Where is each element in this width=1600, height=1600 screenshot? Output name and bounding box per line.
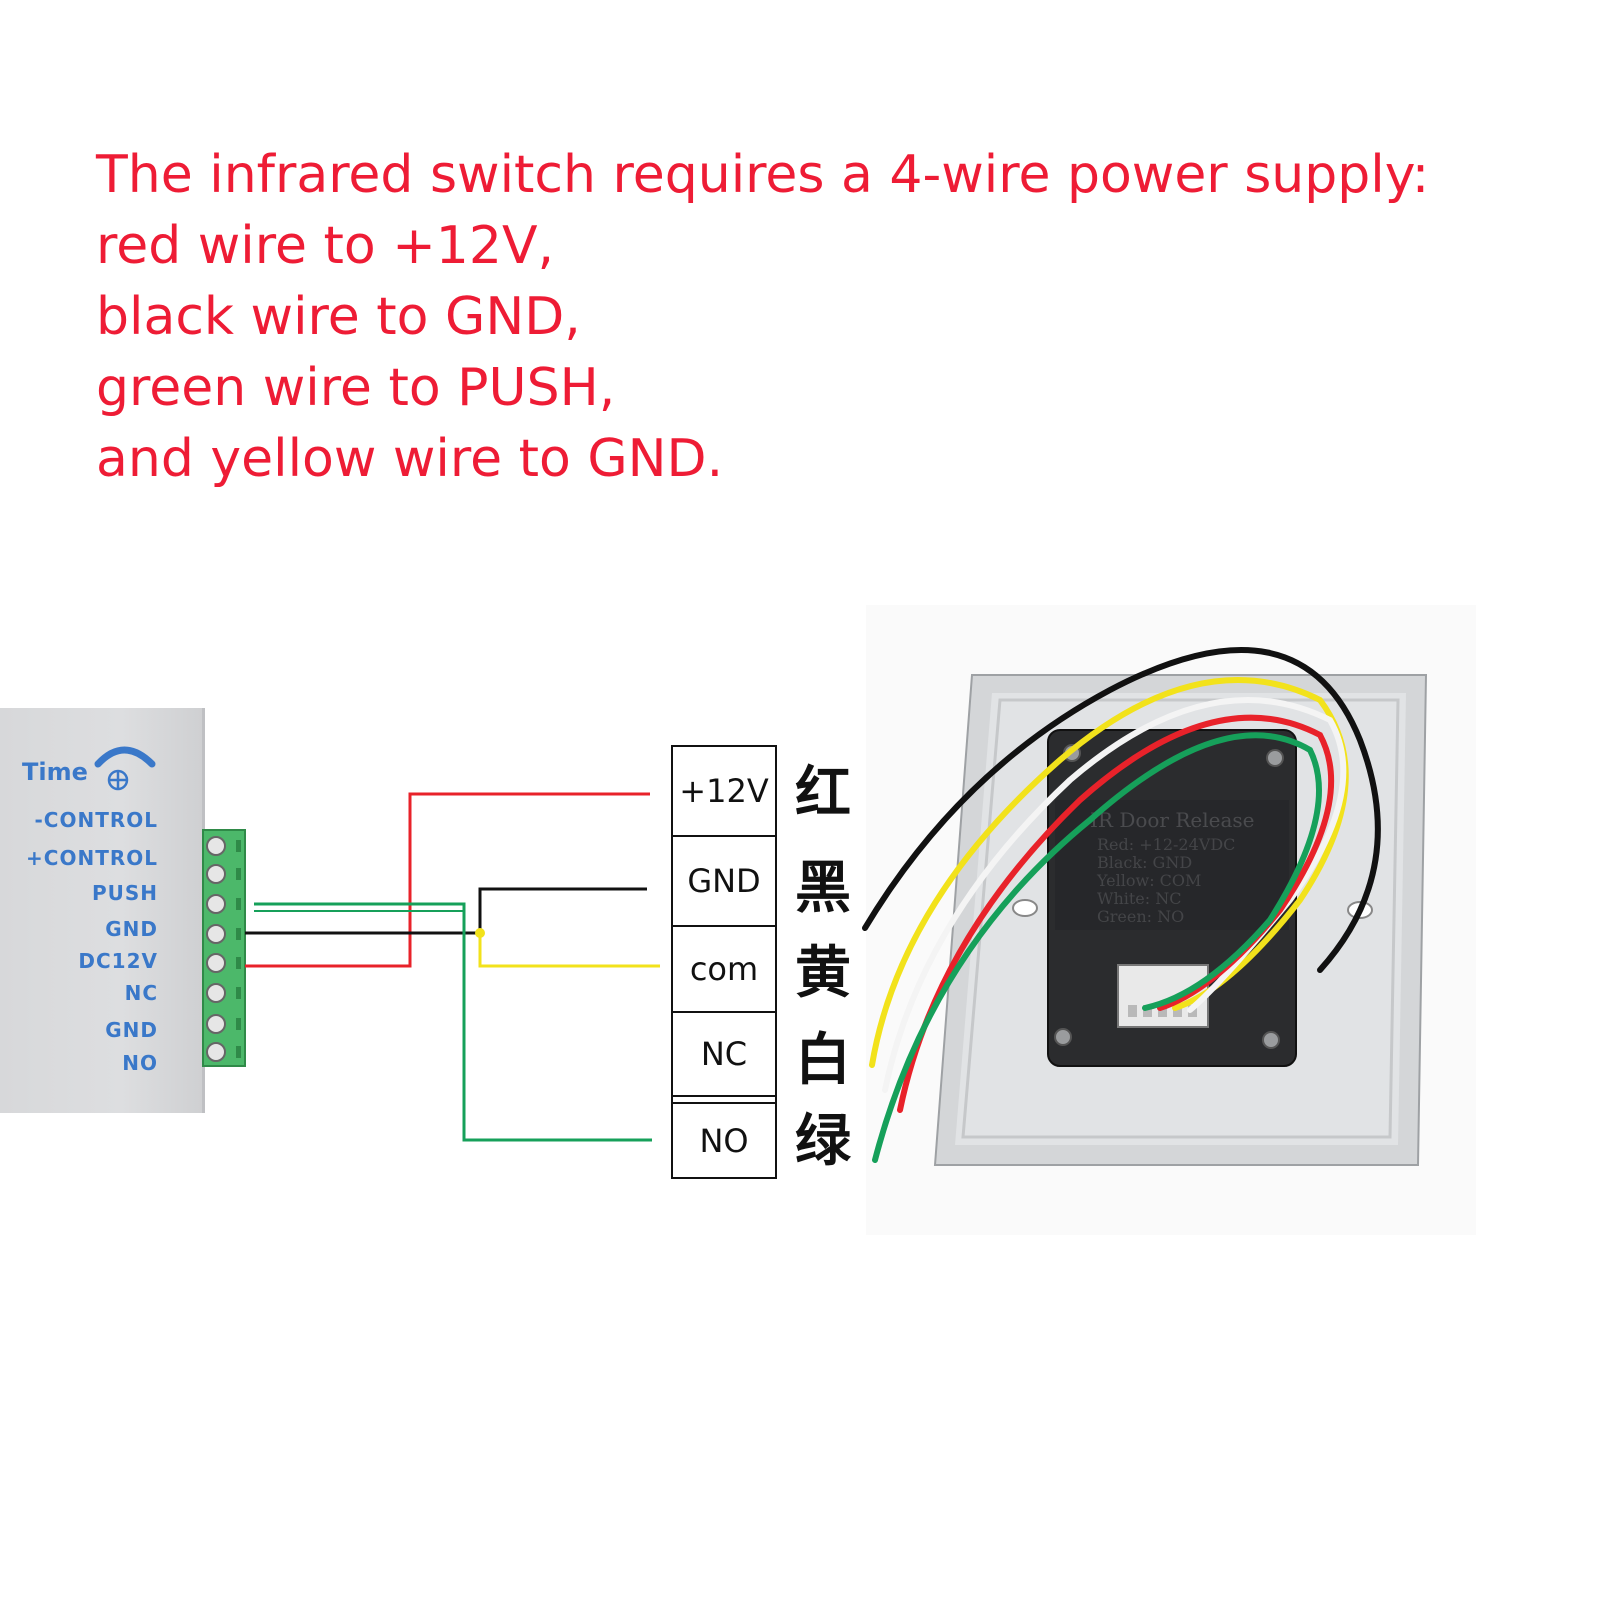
device-label-line: Yellow: COM (1096, 871, 1201, 890)
terminal-12v: +12V (679, 772, 769, 810)
terminal-label-nc: NC (124, 981, 158, 1005)
device-label-line: White: NC (1097, 889, 1181, 908)
terminal-no: NO (699, 1121, 749, 1160)
table-divider (673, 835, 775, 837)
table-divider (673, 1095, 775, 1097)
junction-dot (475, 928, 485, 938)
instruction-line-title: The infrared switch requires a 4-wire po… (96, 145, 1430, 205)
black-wire (245, 887, 647, 935)
device-label-title: IR Door Release (1090, 808, 1255, 832)
chinese-label-yellow: 黄 (795, 941, 851, 1006)
terminal-label-dc12v: DC12V (78, 949, 158, 973)
device-label-line: Green: NO (1097, 907, 1184, 926)
terminal-label-plus-control: +CONTROL (26, 846, 158, 870)
terminal-label-no: NO (122, 1051, 158, 1075)
instructions-text: The infrared switch requires a 4-wire po… (96, 140, 1576, 495)
infrared-switch: IR Door Release Red: +12-24VDC Black: GN… (862, 605, 1476, 1235)
chinese-label-black: 黑 (795, 856, 851, 921)
terminal-com: com (689, 950, 759, 988)
time-dial-icon (94, 746, 156, 791)
yellow-wire (478, 933, 660, 968)
table-divider (673, 925, 775, 927)
terminal-gnd: GND (687, 862, 761, 900)
table-divider (673, 1011, 775, 1013)
table-divider (673, 1102, 775, 1104)
instruction-line-yellow: and yellow wire to GND. (96, 429, 724, 489)
instruction-line-red: red wire to +12V, (96, 216, 555, 276)
green-wire-push (254, 902, 652, 1142)
terminal-label-gnd-2: GND (105, 1018, 158, 1042)
time-label: Time (22, 758, 88, 786)
terminal-label-push: PUSH (91, 881, 158, 905)
chinese-label-white: 白 (795, 1028, 851, 1093)
instruction-line-black: black wire to GND, (96, 287, 581, 347)
device-label-line: Black: GND (1097, 853, 1192, 872)
instruction-line-green: green wire to PUSH, (96, 358, 616, 418)
chinese-label-red: 红 (795, 761, 851, 826)
terminal-block (202, 829, 246, 1067)
red-wire (245, 792, 650, 968)
chinese-label-green: 绿 (795, 1109, 851, 1174)
terminal-nc: NC (700, 1035, 748, 1073)
device-label-line: Red: +12-24VDC (1097, 835, 1235, 854)
switch-terminal-table: +12V GND com NC NO (671, 745, 777, 1179)
terminal-label-gnd-1: GND (105, 917, 158, 941)
access-controller: Time -CONTROL +CONTROL PUSH GND DC12V NC… (0, 708, 205, 1113)
terminal-label-minus-control: -CONTROL (34, 808, 158, 832)
